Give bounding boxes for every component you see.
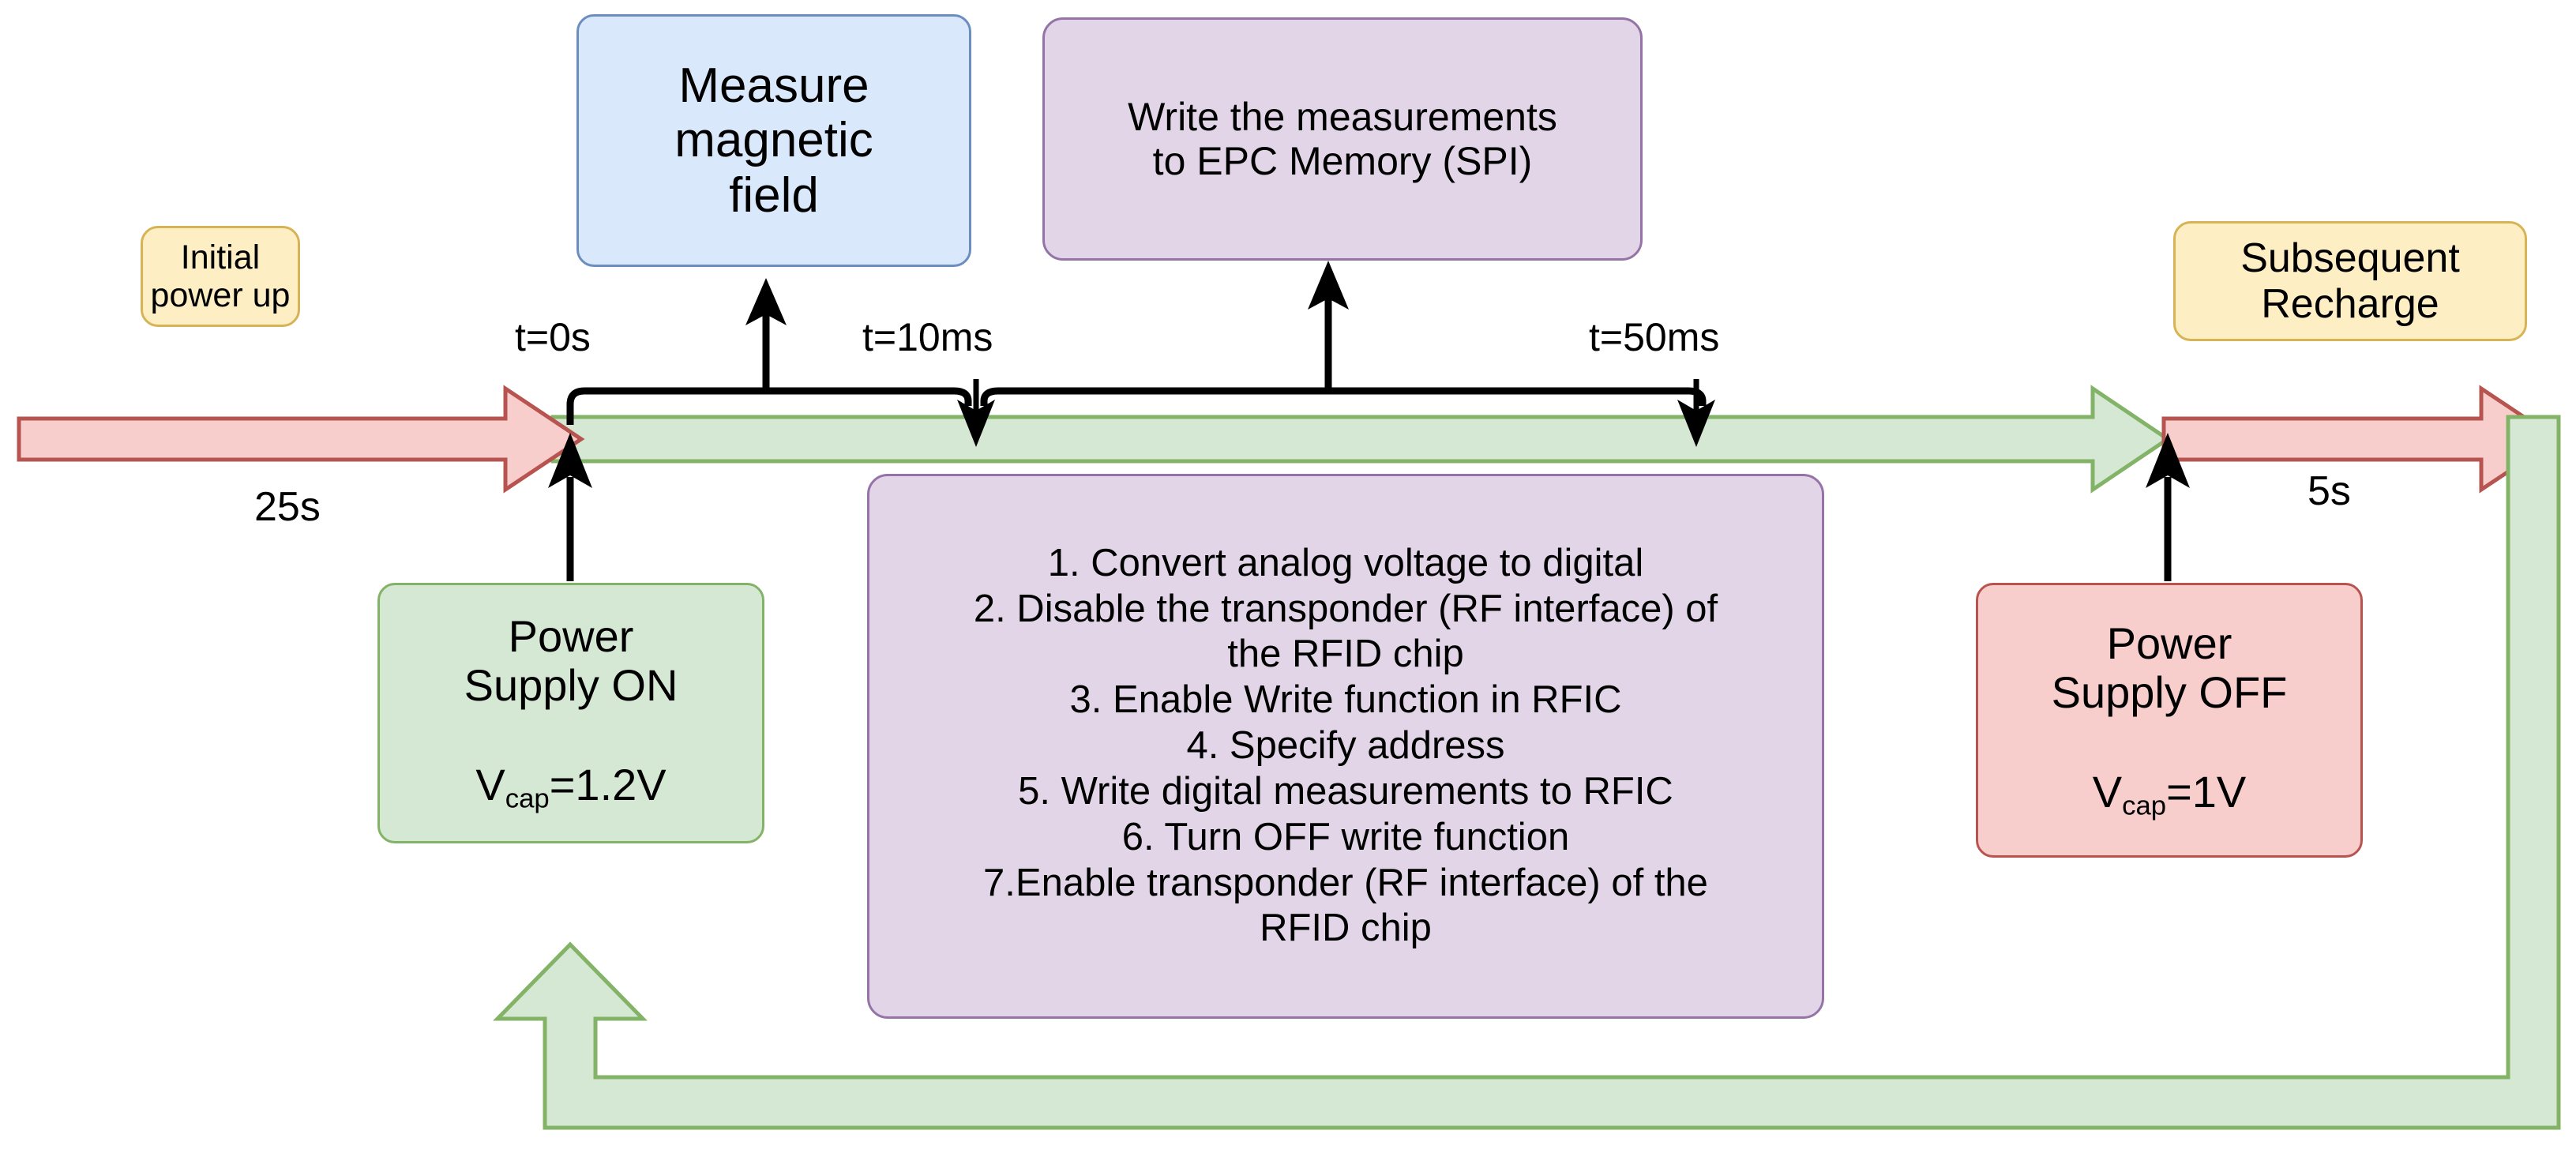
step-item: 1. Convert analog voltage to digital xyxy=(1047,541,1644,584)
vcap-subscript: cap xyxy=(505,783,550,814)
step-item: 5. Write digital measurements to RFIC xyxy=(1018,769,1673,813)
step-item: 2. Disable the transponder (RF interface… xyxy=(973,587,1718,630)
arrow-power-on-to-timeline xyxy=(548,433,592,581)
vcap-off-subscript: cap xyxy=(2122,791,2167,821)
time-label-t10ms: t=10ms xyxy=(862,315,993,359)
time-label-t50ms: t=50ms xyxy=(1589,315,1720,359)
initial-powerup-arrow xyxy=(17,385,585,494)
power-on-line1: Power xyxy=(508,610,634,661)
duration-label-25s: 25s xyxy=(254,484,321,530)
subsequent-recharge-arrow xyxy=(2161,385,2561,494)
tick-arrow-50ms xyxy=(1677,379,1715,447)
step-item: RFID chip xyxy=(1260,907,1432,950)
arrow-power-off-to-timeline xyxy=(2146,433,2190,581)
box-initial-power-up[interactable]: Initial power up xyxy=(141,226,300,327)
step-item: 3. Enable Write function in RFIC xyxy=(1069,678,1622,722)
time-label-t0: t=0s xyxy=(515,315,591,359)
box-write-sequence-steps[interactable]: 1. Convert analog voltage to digital 2. … xyxy=(867,474,1824,1019)
step-item: 6. Turn OFF write function xyxy=(1121,815,1570,858)
box-write-measurements[interactable]: Write the measurements to EPC Memory (SP… xyxy=(1042,17,1643,261)
box-power-supply-on[interactable]: Power Supply ON Vcap=1.2V xyxy=(377,583,764,843)
power-off-vcap: Vcap=1V xyxy=(2093,718,2247,821)
vcap-off-symbol: V xyxy=(2092,766,2123,817)
arrow-to-write-box xyxy=(1308,261,1349,391)
power-off-line1: Power xyxy=(2106,618,2232,668)
power-off-line2: Supply OFF xyxy=(2051,667,2288,718)
box-subsequent-recharge[interactable]: Subsequent Recharge xyxy=(2173,221,2527,341)
power-on-vcap: Vcap=1.2V xyxy=(475,711,666,814)
step-item: 4. Specify address xyxy=(1186,724,1505,768)
tick-arrow-10ms xyxy=(957,379,995,447)
arrow-to-measure-box xyxy=(745,278,787,391)
vcap-symbol: V xyxy=(475,759,505,809)
vcap-value: =1.2V xyxy=(549,759,667,809)
step-item: 7.Enable transponder (RF interface) of t… xyxy=(983,861,1708,904)
box-power-supply-off[interactable]: Power Supply OFF Vcap=1V xyxy=(1976,583,2363,858)
vcap-off-value: =1V xyxy=(2166,766,2247,817)
step-item: the RFID chip xyxy=(1227,633,1464,676)
box-measure-magnetic-field[interactable]: Measure magnetic field xyxy=(576,14,971,267)
timeline-bracket xyxy=(566,387,1707,425)
power-on-line2: Supply ON xyxy=(464,660,678,711)
duration-label-5s: 5s xyxy=(2308,468,2351,514)
